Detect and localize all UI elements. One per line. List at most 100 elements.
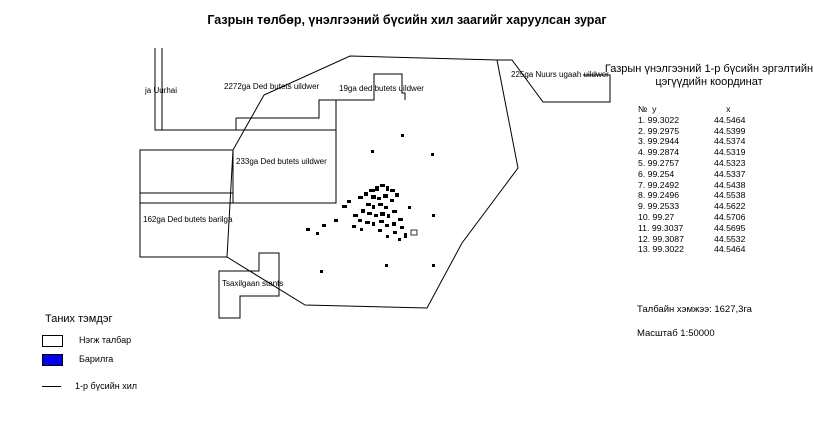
coordinate-y: 99.3087 — [652, 233, 684, 244]
coordinate-y-cell: 6. 99.254 — [638, 169, 714, 180]
legend-boundary-label: 1-р бүсийн хил — [75, 381, 137, 391]
coordinate-row: 7. 99.2492 44.5438 — [638, 180, 745, 191]
coordinate-y-cell: 10. 99.27 — [638, 212, 714, 223]
coordinate-y-cell: 5. 99.2757 — [638, 158, 714, 169]
coordinate-y: 99.254 — [647, 168, 675, 179]
coordinate-number: 3. — [638, 136, 646, 147]
legend-building-label: Барилга — [79, 354, 114, 364]
coordinate-number: 2. — [638, 125, 646, 136]
parcel-225[interactable] — [497, 59, 611, 103]
coordinates-header-row: № y x — [638, 104, 745, 115]
label-225: 225ga Nuurs ugaah uildwer — [511, 70, 609, 79]
header-no: № — [638, 104, 648, 114]
building-cluster — [306, 134, 435, 273]
coordinate-number: 11. — [638, 222, 650, 233]
parcel-tsaxilgaan[interactable] — [218, 252, 280, 319]
coordinate-y: 99.3037 — [651, 222, 684, 233]
coordinate-x: 44.5464 — [714, 244, 746, 255]
coordinate-y-cell: 8. 99.2496 — [638, 190, 714, 201]
legend-parcel-swatch — [42, 335, 63, 347]
coordinate-y-cell: 9. 99.2533 — [638, 201, 714, 212]
parcel-19[interactable] — [336, 73, 406, 101]
coordinate-number: 12. — [638, 233, 651, 244]
coordinate-x: 44.5464 — [714, 114, 746, 125]
coordinate-x: 44.5706 — [714, 211, 746, 222]
coordinate-y: 99.3022 — [652, 244, 684, 255]
coordinate-x: 44.5538 — [714, 190, 746, 201]
label-2272: 2272ga Ded butets uildwer — [224, 82, 320, 91]
coordinate-y: 99.2533 — [647, 201, 680, 212]
area-text: Талбайн хэмжээ: 1627,3га — [637, 304, 752, 315]
coordinate-y-cell: 1. 99.3022 — [638, 115, 714, 126]
coordinate-x: 44.5319 — [714, 147, 746, 158]
coordinate-number: 9. — [638, 201, 646, 212]
coordinate-y-cell: 3. 99.2944 — [638, 136, 714, 147]
coordinates-header: № y — [638, 104, 714, 115]
coordinate-x: 44.5622 — [714, 201, 746, 212]
coordinate-y: 99.2874 — [647, 147, 680, 158]
legend-building-swatch — [42, 354, 63, 366]
legend-boundary-line — [42, 386, 61, 387]
label-162: 162ga Ded butets barilga — [143, 215, 233, 224]
parcel-162[interactable] — [139, 203, 227, 258]
zone-1-boundary[interactable] — [226, 55, 519, 309]
legend-parcel-label: Нэгж талбар — [79, 335, 132, 345]
coordinate-x: 44.5532 — [714, 233, 746, 244]
coordinate-y: 99.2757 — [647, 157, 680, 168]
coordinate-x: 44.5695 — [714, 222, 746, 233]
coordinate-y: 99.2944 — [647, 136, 680, 147]
parcel-233-inner — [139, 193, 233, 204]
coordinate-number: 10. — [638, 211, 651, 222]
coordinate-y-cell: 2. 99.2975 — [638, 126, 714, 137]
coordinate-x: 44.5323 — [714, 157, 746, 168]
coordinate-number: 8. — [638, 190, 646, 201]
coordinate-y-cell: 13. 99.3022 — [638, 244, 714, 255]
coordinate-number: 6. — [638, 168, 646, 179]
header-x: x — [726, 104, 731, 114]
parcel-2272[interactable] — [236, 99, 337, 131]
coordinate-y: 99.3022 — [647, 114, 680, 125]
coordinates-title: Газрын үнэлгээний 1-р бүсийн эргэлтийн ц… — [604, 63, 814, 88]
label-uurhai: ja Uurhai — [144, 86, 177, 95]
coordinate-y: 99.2492 — [647, 179, 680, 190]
header-x-cell: x — [714, 104, 745, 115]
coordinate-number: 7. — [638, 179, 646, 190]
coordinate-y: 99.2975 — [647, 125, 680, 136]
coordinate-y: 99.2496 — [647, 190, 680, 201]
map-title: Газрын төлбөр, үнэлгээний бүсийн хил заа… — [207, 13, 607, 27]
coordinate-number: 13. — [638, 244, 651, 255]
label-233: 233ga Ded butets uildwer — [236, 157, 327, 166]
coordinate-y-cell: 12. 99.3087 — [638, 234, 714, 245]
coordinate-x: 44.5438 — [714, 179, 746, 190]
coordinate-x: 44.5374 — [714, 136, 746, 147]
coordinate-y-cell: 11. 99.3037 — [638, 223, 714, 234]
coordinate-y: 99.27 — [652, 211, 675, 222]
scale-text: Масштаб 1:50000 — [637, 328, 715, 339]
parcel-uurhai[interactable] — [154, 48, 237, 131]
label-tsaxilgaan: Tsaxilgaan stants — [222, 279, 283, 288]
coordinate-x: 44.5399 — [714, 125, 746, 136]
header-y: y — [652, 104, 657, 114]
coordinate-number: 1. — [638, 114, 646, 125]
legend-title: Таних тэмдэг — [45, 313, 113, 325]
coordinate-y-cell: 4. 99.2874 — [638, 147, 714, 158]
open-parcel-marker — [410, 229, 418, 236]
coordinate-x: 44.5337 — [714, 168, 746, 179]
label-19: 19ga ded butets uildwer — [339, 84, 424, 93]
coordinate-number: 4. — [638, 147, 646, 158]
coordinate-number: 5. — [638, 157, 646, 168]
